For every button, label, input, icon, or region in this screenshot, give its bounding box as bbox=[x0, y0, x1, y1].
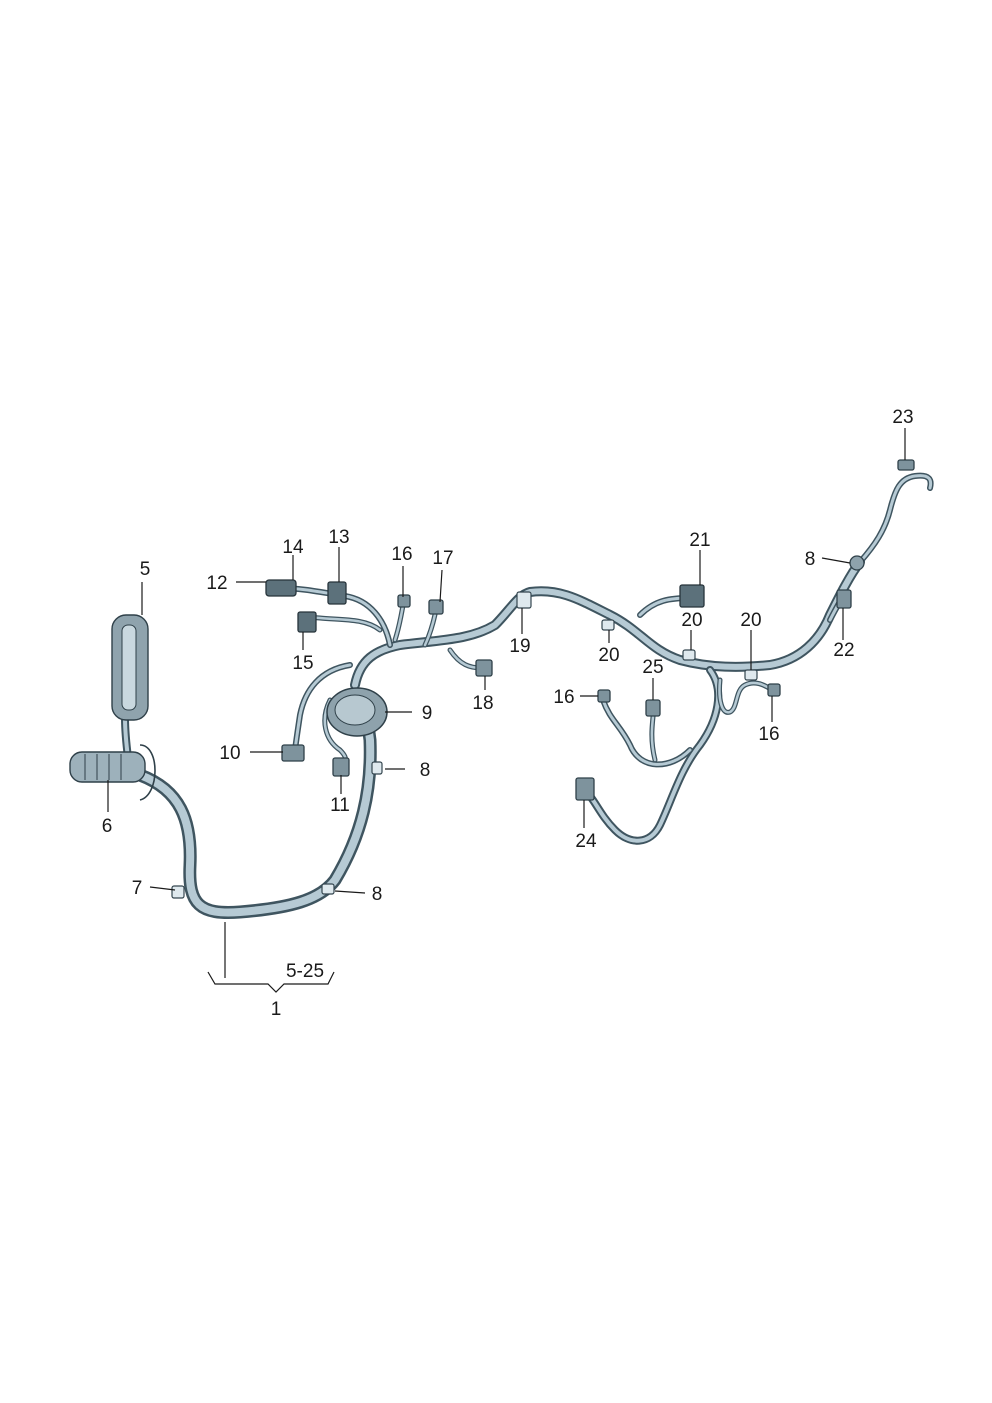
callout-11: 11 bbox=[330, 795, 350, 816]
callout-21: 21 bbox=[689, 530, 710, 551]
callout-23: 23 bbox=[892, 407, 913, 428]
callout-labels: 5 6 7 8 8 8 9 10 11 12 13 14 15 16 16 16… bbox=[102, 407, 914, 1020]
callout-14: 14 bbox=[282, 537, 304, 558]
grommet-8-right bbox=[849, 555, 865, 571]
branch-to-23 bbox=[857, 472, 934, 565]
fuse-holder bbox=[111, 614, 149, 721]
callout-15: 15 bbox=[292, 653, 313, 674]
callout-19: 19 bbox=[509, 636, 530, 657]
callout-8c: 8 bbox=[805, 549, 816, 570]
callout-16c: 16 bbox=[758, 724, 779, 745]
callout-6: 6 bbox=[102, 816, 113, 837]
callout-13: 13 bbox=[328, 527, 349, 548]
callout-7: 7 bbox=[132, 878, 143, 899]
callout-9: 9 bbox=[422, 703, 433, 724]
main-trunk bbox=[133, 698, 377, 919]
callout-8b: 8 bbox=[372, 884, 383, 905]
callout-25: 25 bbox=[642, 657, 663, 678]
callout-5: 5 bbox=[140, 559, 151, 580]
callout-12: 12 bbox=[206, 573, 227, 594]
callout-17: 17 bbox=[432, 548, 453, 569]
callout-16a: 16 bbox=[391, 544, 412, 565]
callout-10: 10 bbox=[219, 743, 240, 764]
callout-8a: 8 bbox=[420, 760, 431, 781]
grommet-sleeve bbox=[69, 744, 156, 801]
branch-upper-left bbox=[350, 557, 865, 690]
callout-24: 24 bbox=[575, 831, 597, 852]
branch-to-24 bbox=[581, 666, 723, 845]
callout-22: 22 bbox=[833, 640, 854, 661]
callout-20c: 20 bbox=[740, 610, 761, 631]
callout-20a: 20 bbox=[598, 645, 619, 666]
callout-range: 5-25 bbox=[286, 961, 324, 982]
callout-20b: 20 bbox=[681, 610, 702, 631]
callout-16b: 16 bbox=[553, 687, 574, 708]
callout-18: 18 bbox=[472, 693, 493, 714]
grommet-9 bbox=[326, 687, 388, 737]
callout-1: 1 bbox=[271, 999, 282, 1020]
harness-drawing bbox=[69, 459, 934, 919]
connectors bbox=[171, 459, 915, 899]
branch-to-16-right bbox=[717, 677, 775, 715]
leader-lines bbox=[107, 428, 906, 993]
